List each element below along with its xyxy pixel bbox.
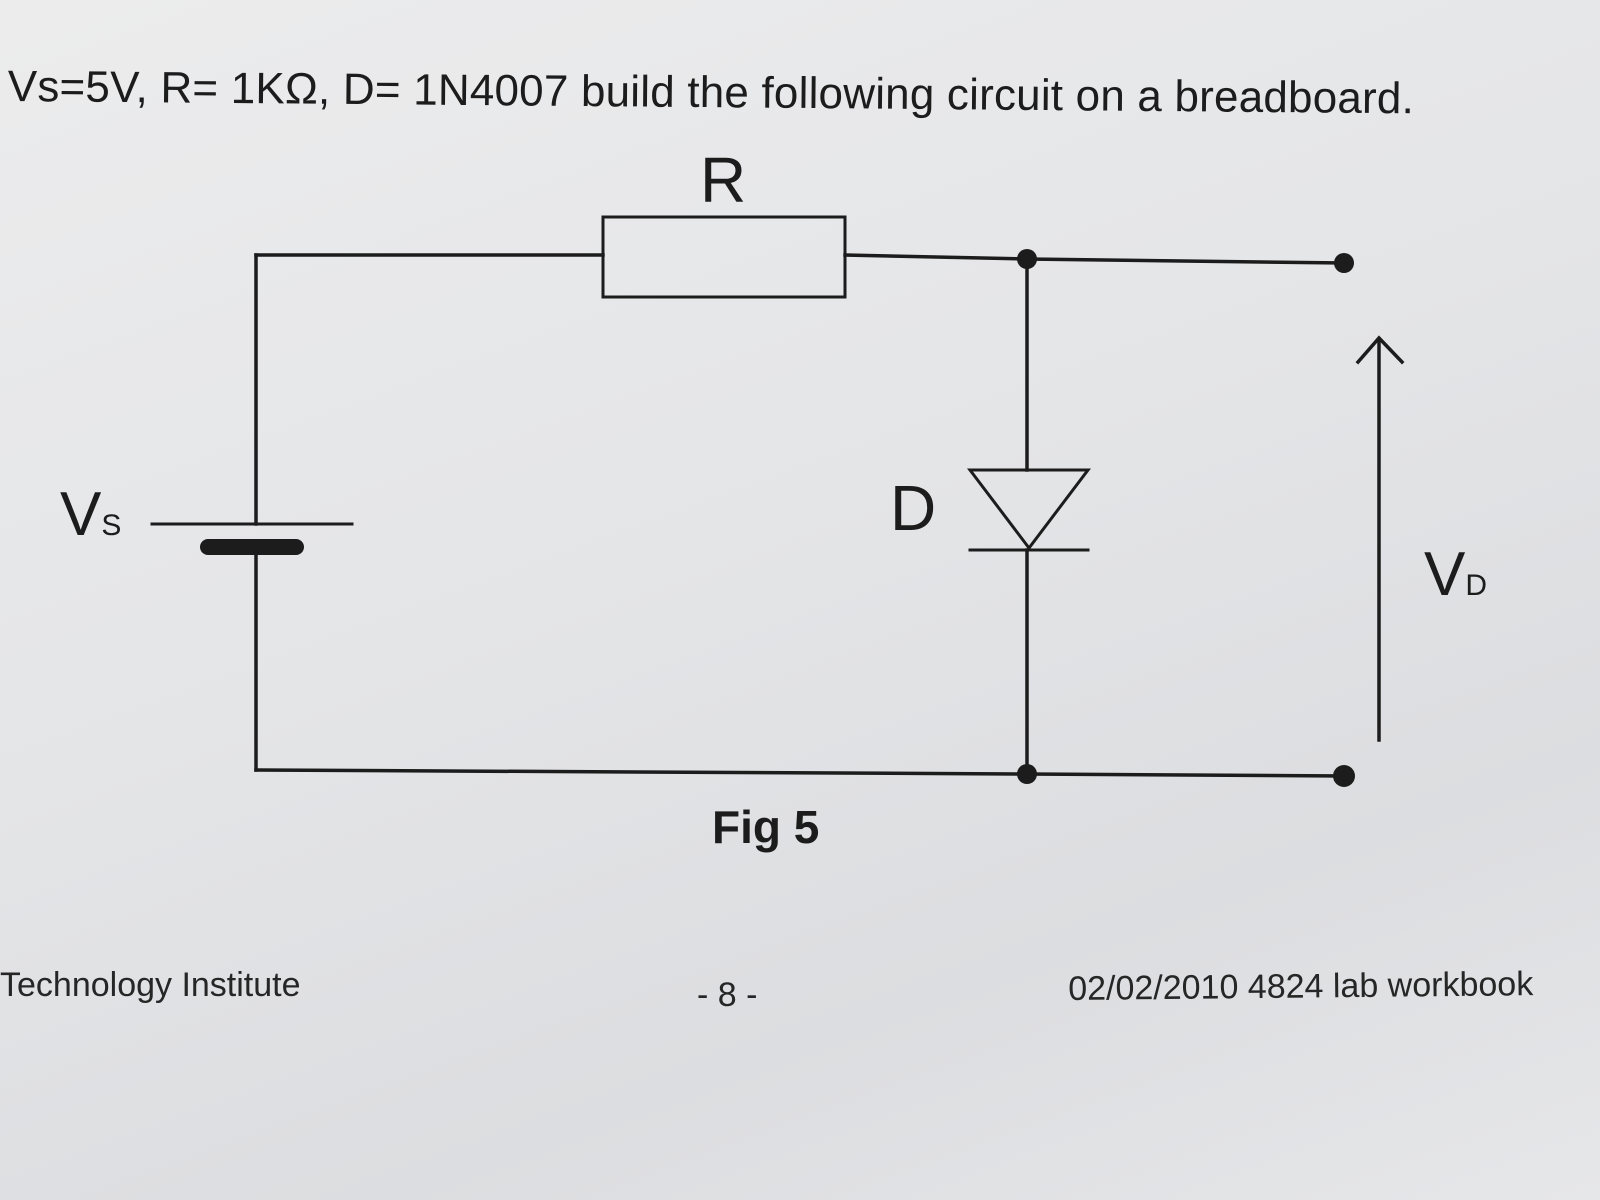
wire-top-right xyxy=(1025,257,1346,265)
diode-voltage-label: VD xyxy=(1424,544,1487,606)
resistor-label: R xyxy=(700,144,747,216)
diode-voltage-symbol: V xyxy=(1424,540,1466,609)
diode-label: D xyxy=(890,472,937,544)
source-voltage-symbol: V xyxy=(60,480,102,549)
wire-bottom-left xyxy=(254,768,1029,776)
source-voltage-label: VS xyxy=(60,484,121,546)
diode-voltage-subscript: D xyxy=(1465,569,1488,602)
figure-caption: Fig 5 xyxy=(712,801,820,853)
source-voltage-subscript: S xyxy=(101,509,122,542)
wire-bottom-right xyxy=(1025,772,1346,778)
wire-top-middle xyxy=(843,253,1029,261)
footer-institution: Technology Institute xyxy=(0,966,301,1004)
voltage-arrow-head xyxy=(1355,335,1405,365)
terminal-dot-top xyxy=(1334,253,1354,273)
junction-dot-top xyxy=(1017,249,1037,269)
junction-dot-bottom xyxy=(1017,764,1037,784)
footer-page-number: - 8 - xyxy=(697,976,758,1014)
diode-triangle xyxy=(966,468,1092,551)
terminal-dot-bottom xyxy=(1333,765,1355,787)
footer-document-info: 02/02/2010 4824 lab workbook xyxy=(1068,965,1534,1008)
resistor-symbol xyxy=(601,215,847,299)
